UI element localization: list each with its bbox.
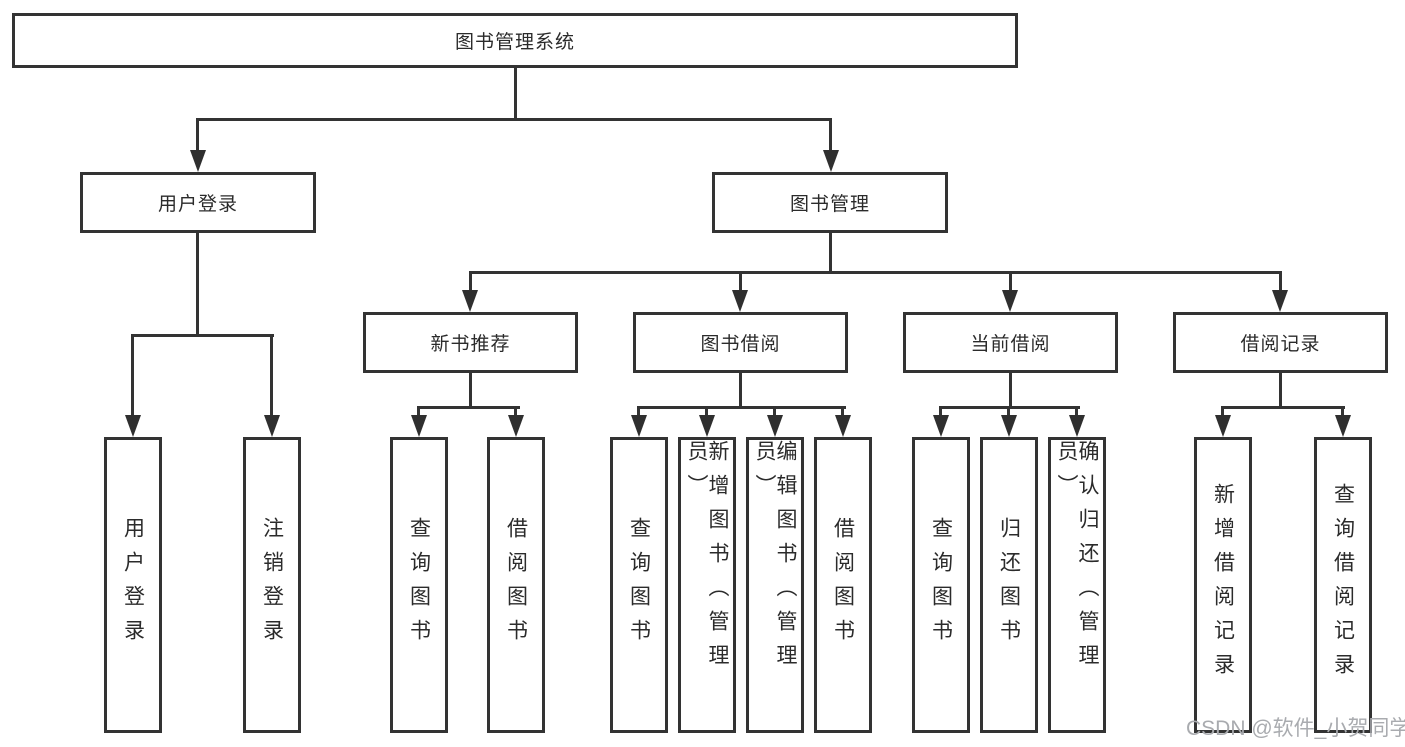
leaf-label: 用户登录	[121, 517, 145, 653]
leaf-add-books-admin: 新增图书（管理员）	[678, 437, 736, 733]
connector-line	[739, 373, 742, 409]
leaf-borrow-books: 借阅图书	[487, 437, 545, 733]
arrowhead-down-icon	[767, 415, 783, 437]
connector-line	[637, 406, 846, 409]
node-borrowing-records: 借阅记录	[1173, 312, 1388, 373]
csdn-watermark: CSDN @软件_小贺同学	[1186, 717, 1405, 740]
arrowhead-down-icon	[933, 415, 949, 437]
leaf-label: 注销登录	[260, 517, 284, 653]
leaf-label: 借阅图书	[831, 517, 855, 653]
leaf-label: 借阅图书	[504, 517, 528, 653]
leaf-user-login: 用户登录	[104, 437, 162, 733]
node-new-book-recommend: 新书推荐	[363, 312, 578, 373]
connector-line	[1279, 373, 1282, 409]
connector-line	[196, 233, 199, 337]
leaf-return-books: 归还图书	[980, 437, 1038, 733]
arrowhead-down-icon	[732, 290, 748, 312]
arrowhead-down-icon	[508, 415, 524, 437]
node-label: 当前借阅	[970, 334, 1051, 355]
leaf-label: 确认归还（管理员）	[1055, 440, 1099, 678]
arrowhead-down-icon	[264, 415, 280, 437]
leaf-search-books: 查询图书	[912, 437, 970, 733]
arrowhead-down-icon	[190, 150, 206, 172]
connector-line	[1221, 406, 1345, 409]
leaf-label: 查询借阅记录	[1331, 483, 1355, 687]
node-label: 图书借阅	[700, 334, 781, 355]
node-user-login: 用户登录	[80, 172, 316, 233]
connector-line	[1007, 406, 1010, 419]
connector-line	[1009, 373, 1012, 409]
leaf-label: 编辑图书（管理员）	[753, 440, 797, 678]
node-label: 图书管理系统	[454, 32, 575, 53]
connector-line	[1341, 406, 1344, 419]
leaf-confirm-return-admin: 确认归还（管理员）	[1048, 437, 1106, 733]
leaf-label: 查询图书	[627, 517, 651, 653]
connector-line	[131, 334, 274, 337]
connector-line	[417, 406, 420, 419]
connector-line	[196, 118, 832, 121]
arrowhead-down-icon	[125, 415, 141, 437]
arrowhead-down-icon	[411, 415, 427, 437]
leaf-label: 新增借阅记录	[1211, 483, 1235, 687]
connector-line	[829, 118, 832, 154]
connector-line	[196, 118, 199, 154]
leaf-search-books: 查询图书	[610, 437, 668, 733]
node-book-borrowing: 图书借阅	[633, 312, 848, 373]
arrowhead-down-icon	[462, 290, 478, 312]
leaf-search-books: 查询图书	[390, 437, 448, 733]
arrowhead-down-icon	[1002, 290, 1018, 312]
arrowhead-down-icon	[699, 415, 715, 437]
node-current-borrowing: 当前借阅	[903, 312, 1118, 373]
arrowhead-down-icon	[631, 415, 647, 437]
connector-line	[131, 334, 134, 419]
connector-line	[773, 406, 776, 419]
arrowhead-down-icon	[823, 150, 839, 172]
connector-line	[469, 373, 472, 409]
connector-line	[469, 271, 472, 292]
node-book-management: 图书管理	[712, 172, 948, 233]
leaf-borrow-books: 借阅图书	[814, 437, 872, 733]
leaf-label: 新增图书（管理员）	[685, 440, 729, 678]
connector-line	[417, 406, 520, 409]
connector-line	[637, 406, 640, 419]
leaf-edit-books-admin: 编辑图书（管理员）	[746, 437, 804, 733]
connector-line	[1279, 271, 1282, 292]
connector-line	[469, 271, 1282, 274]
connector-line	[514, 68, 517, 121]
node-root: 图书管理系统	[12, 13, 1018, 68]
leaf-label: 归还图书	[997, 517, 1021, 653]
connector-line	[1009, 271, 1012, 292]
connector-line	[739, 271, 742, 292]
connector-line	[270, 334, 273, 419]
arrowhead-down-icon	[1335, 415, 1351, 437]
node-label: 借阅记录	[1240, 334, 1321, 355]
node-label: 图书管理	[789, 194, 870, 215]
arrowhead-down-icon	[1215, 415, 1231, 437]
node-label: 用户登录	[157, 194, 238, 215]
connector-line	[1221, 406, 1224, 419]
arrowhead-down-icon	[1001, 415, 1017, 437]
arrowhead-down-icon	[835, 415, 851, 437]
leaf-label: 查询图书	[929, 517, 953, 653]
connector-line	[514, 406, 517, 419]
node-label: 新书推荐	[430, 334, 511, 355]
leaf-add-borrow-record: 新增借阅记录	[1194, 437, 1252, 733]
connector-line	[841, 406, 844, 419]
connector-line	[705, 406, 708, 419]
leaf-label: 查询图书	[407, 517, 431, 653]
connector-line	[1075, 406, 1078, 419]
leaf-logout: 注销登录	[243, 437, 301, 733]
leaf-search-borrow-record: 查询借阅记录	[1314, 437, 1372, 733]
connector-line	[829, 233, 832, 274]
arrowhead-down-icon	[1069, 415, 1085, 437]
arrowhead-down-icon	[1272, 290, 1288, 312]
connector-line	[939, 406, 942, 419]
